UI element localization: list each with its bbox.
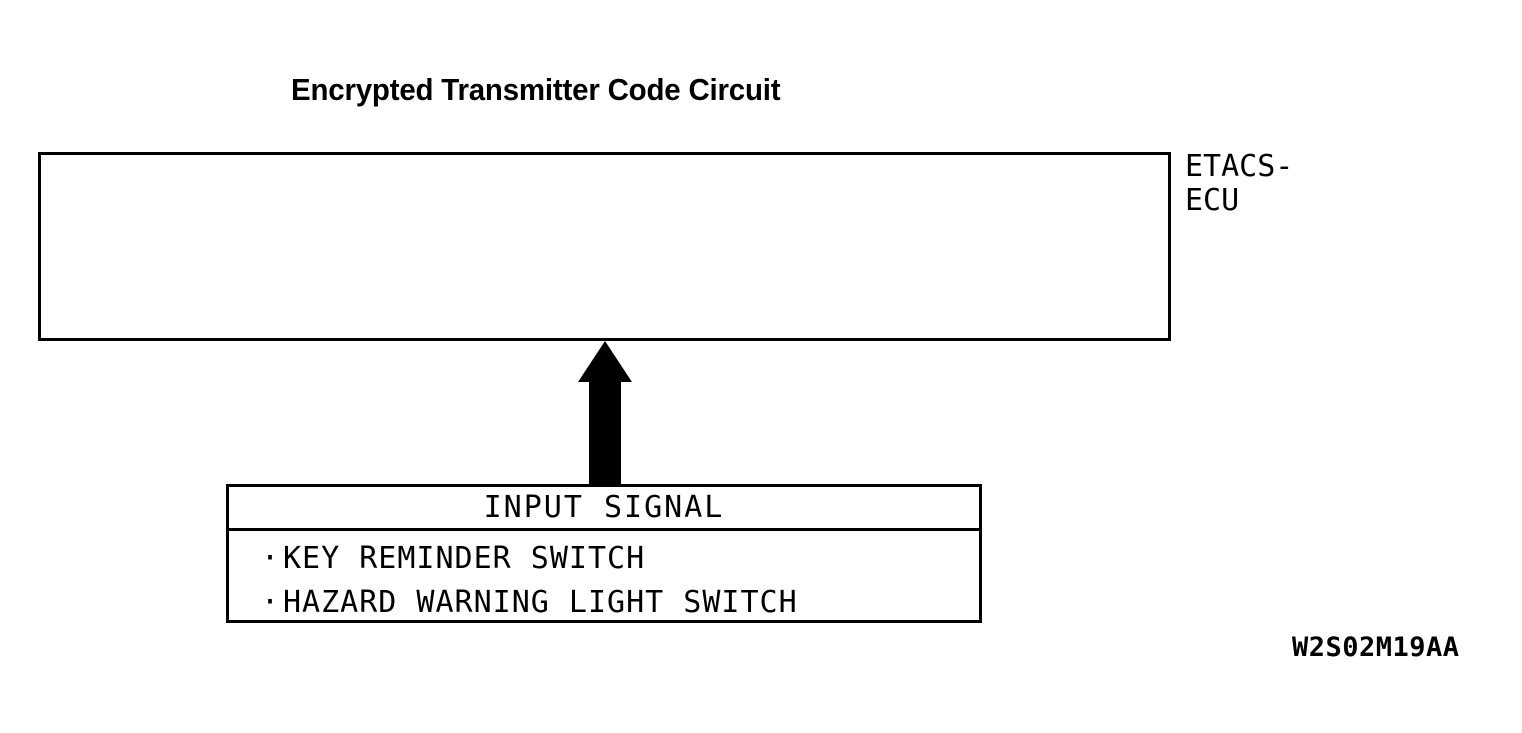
list-item-label: KEY REMINDER SWITCH xyxy=(283,541,646,576)
input-signal-box: INPUT SIGNAL ·KEY REMINDER SWITCH ·HAZAR… xyxy=(226,484,982,623)
input-signal-arrow xyxy=(578,341,632,486)
bullet-icon: · xyxy=(261,541,281,576)
list-item-label: HAZARD WARNING LIGHT SWITCH xyxy=(283,585,798,620)
input-signal-header-label: INPUT SIGNAL xyxy=(483,489,725,525)
input-signal-list: ·KEY REMINDER SWITCH ·HAZARD WARNING LIG… xyxy=(229,531,979,620)
etacs-ecu-box xyxy=(38,152,1171,341)
list-item: ·HAZARD WARNING LIGHT SWITCH xyxy=(261,581,979,625)
input-signal-header: INPUT SIGNAL xyxy=(229,487,979,531)
figure-reference-code: W2S02M19AA xyxy=(1292,632,1460,663)
list-item: ·KEY REMINDER SWITCH xyxy=(261,537,979,581)
arrow-up-icon xyxy=(578,341,632,382)
page-title: Encrypted Transmitter Code Circuit xyxy=(291,72,781,107)
etacs-ecu-label: ETACS- ECU xyxy=(1185,149,1294,218)
bullet-icon: · xyxy=(261,585,281,620)
arrow-shaft xyxy=(589,381,621,486)
